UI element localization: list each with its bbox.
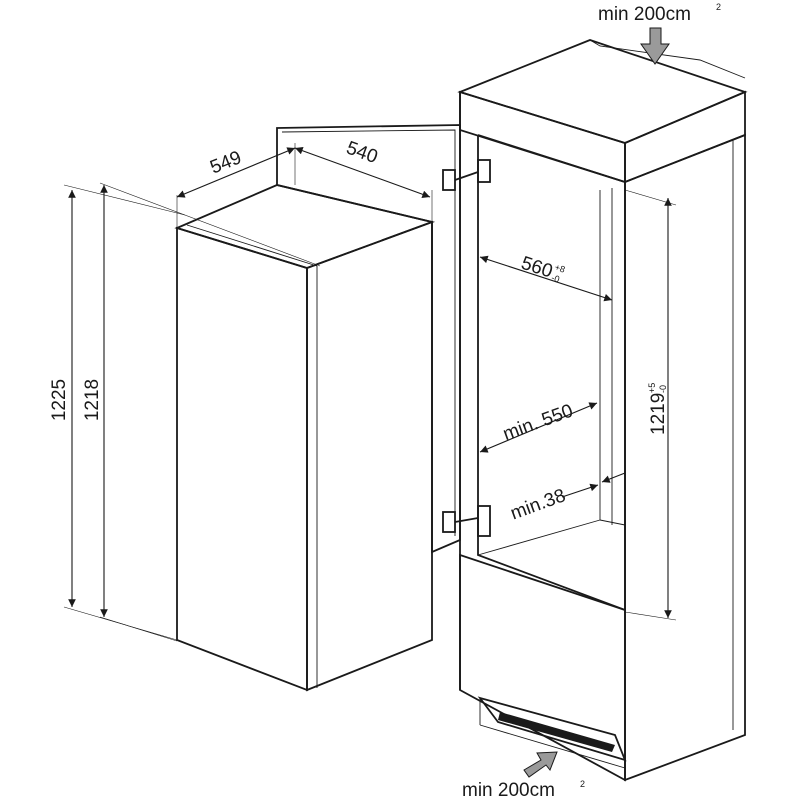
airflow-bottom-arrow-icon (523, 751, 558, 778)
dim-tol-plus-560: +8 (554, 262, 567, 275)
dimension-560: 560 +8 -0 (479, 253, 613, 302)
dim-label-1219: 1219 (648, 393, 669, 435)
dimension-540: 540 (294, 138, 433, 222)
dim-label-1225: 1225 (49, 379, 70, 421)
airflow-top-arrow-icon (640, 27, 670, 65)
dimension-1225: 1225 (49, 184, 186, 641)
bottom-hinge (442, 505, 491, 537)
dim-tol-minus-560: -0 (550, 272, 561, 284)
dimension-1219: 1219 +5 -0 (624, 189, 677, 621)
dimension-min-550: min. 550 (479, 401, 598, 453)
dim-label-560: 560 (518, 253, 555, 283)
dim-label-540: 540 (343, 138, 380, 169)
dim-tol-plus-1219: +5 (647, 383, 657, 393)
dimension-1218: 1218 (82, 182, 321, 642)
dimension-min-38: min.38 (508, 472, 626, 524)
airflow-top: min 200cm 2 (598, 2, 721, 65)
dim-label-min-38: min.38 (508, 485, 569, 524)
dim-label-549: 549 (207, 147, 244, 178)
door-panel (276, 124, 461, 554)
top-hinge (442, 159, 491, 191)
airflow-bottom: min 200cm 2 (462, 751, 585, 800)
airflow-bottom-sup: 2 (580, 779, 585, 789)
dim-label-min-550: min. 550 (500, 401, 576, 446)
dim-tol-minus-1219: -0 (658, 385, 668, 393)
cabinet-drawing (457, 39, 748, 782)
dim-label-1218: 1218 (82, 379, 103, 421)
appliance-drawing (174, 184, 436, 692)
airflow-top-label: min 200cm (598, 4, 691, 25)
airflow-top-sup: 2 (716, 2, 721, 12)
airflow-bottom-label: min 200cm (462, 780, 555, 800)
